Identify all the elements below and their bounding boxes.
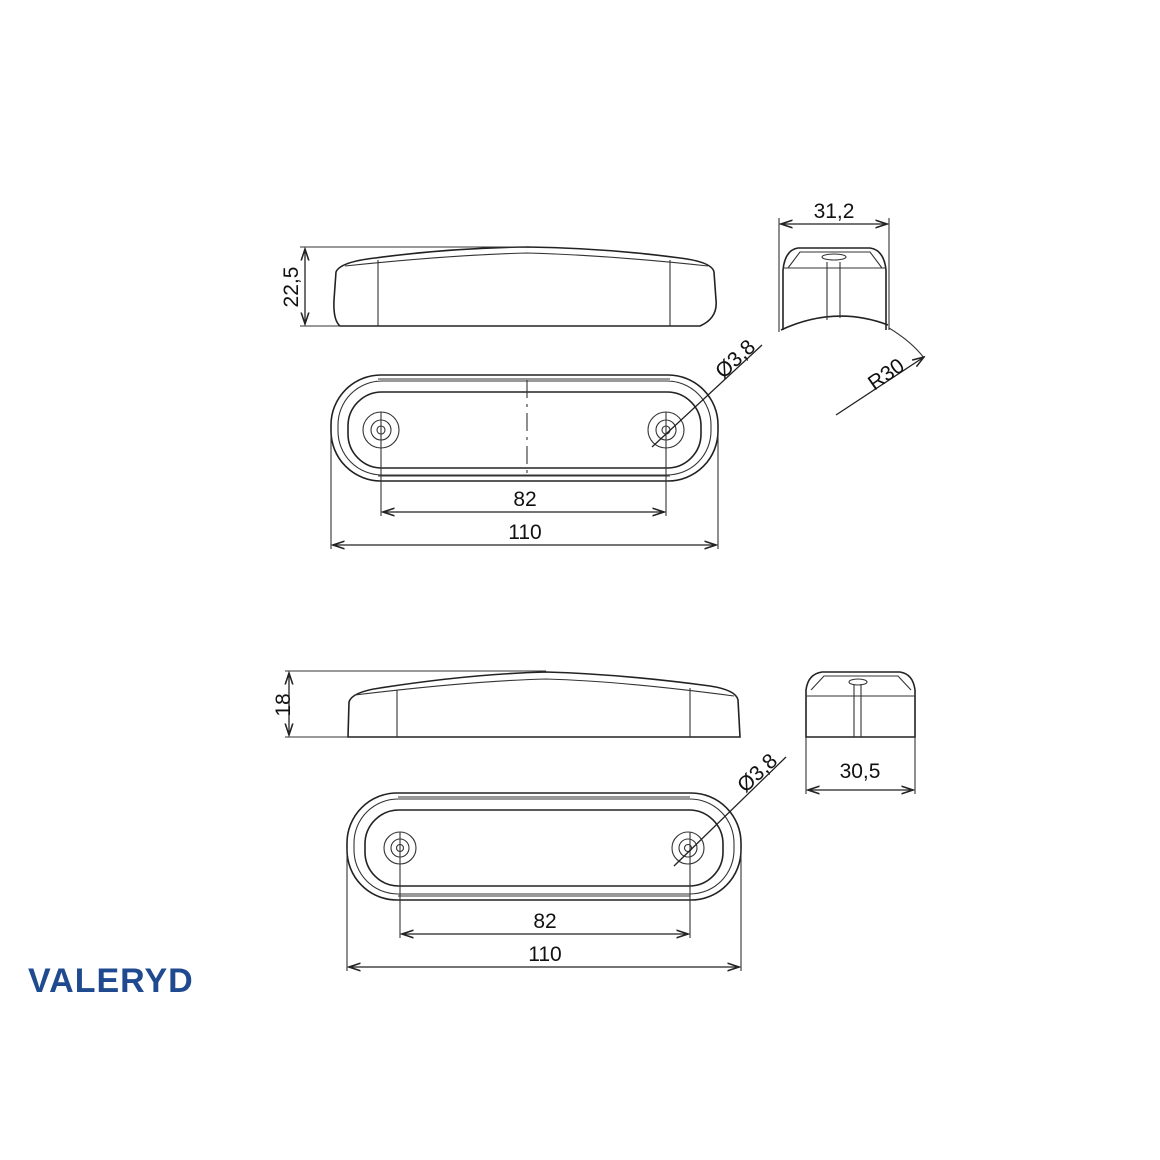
height-label: 18: [272, 693, 295, 716]
top-side-view: 22,5: [280, 246, 717, 327]
radius-label: R30: [864, 354, 909, 395]
bottom-plan-view: 82 110 Ø3,8: [346, 749, 787, 971]
hole-diameter-label: Ø3,8: [711, 335, 760, 383]
hole-spacing-label: 82: [513, 488, 536, 511]
top-end-view: 31,2 R30: [778, 200, 924, 416]
hole-spacing-label: 82: [533, 910, 556, 933]
length-label: 110: [508, 521, 541, 544]
mounting-hole-right: [671, 831, 705, 865]
depth-label: 31,2: [814, 200, 855, 223]
height-label: 22,5: [280, 267, 303, 308]
depth-label: 30,5: [840, 760, 881, 783]
hole-diameter-label: Ø3,8: [733, 749, 782, 797]
valeryd-logo: VALERYD: [28, 962, 194, 1000]
top-plan-view: 82 110 Ø3,8: [330, 335, 763, 549]
bottom-side-view: 18: [272, 670, 741, 738]
length-label: 110: [528, 943, 561, 966]
bottom-end-view: 30,5: [805, 671, 916, 794]
